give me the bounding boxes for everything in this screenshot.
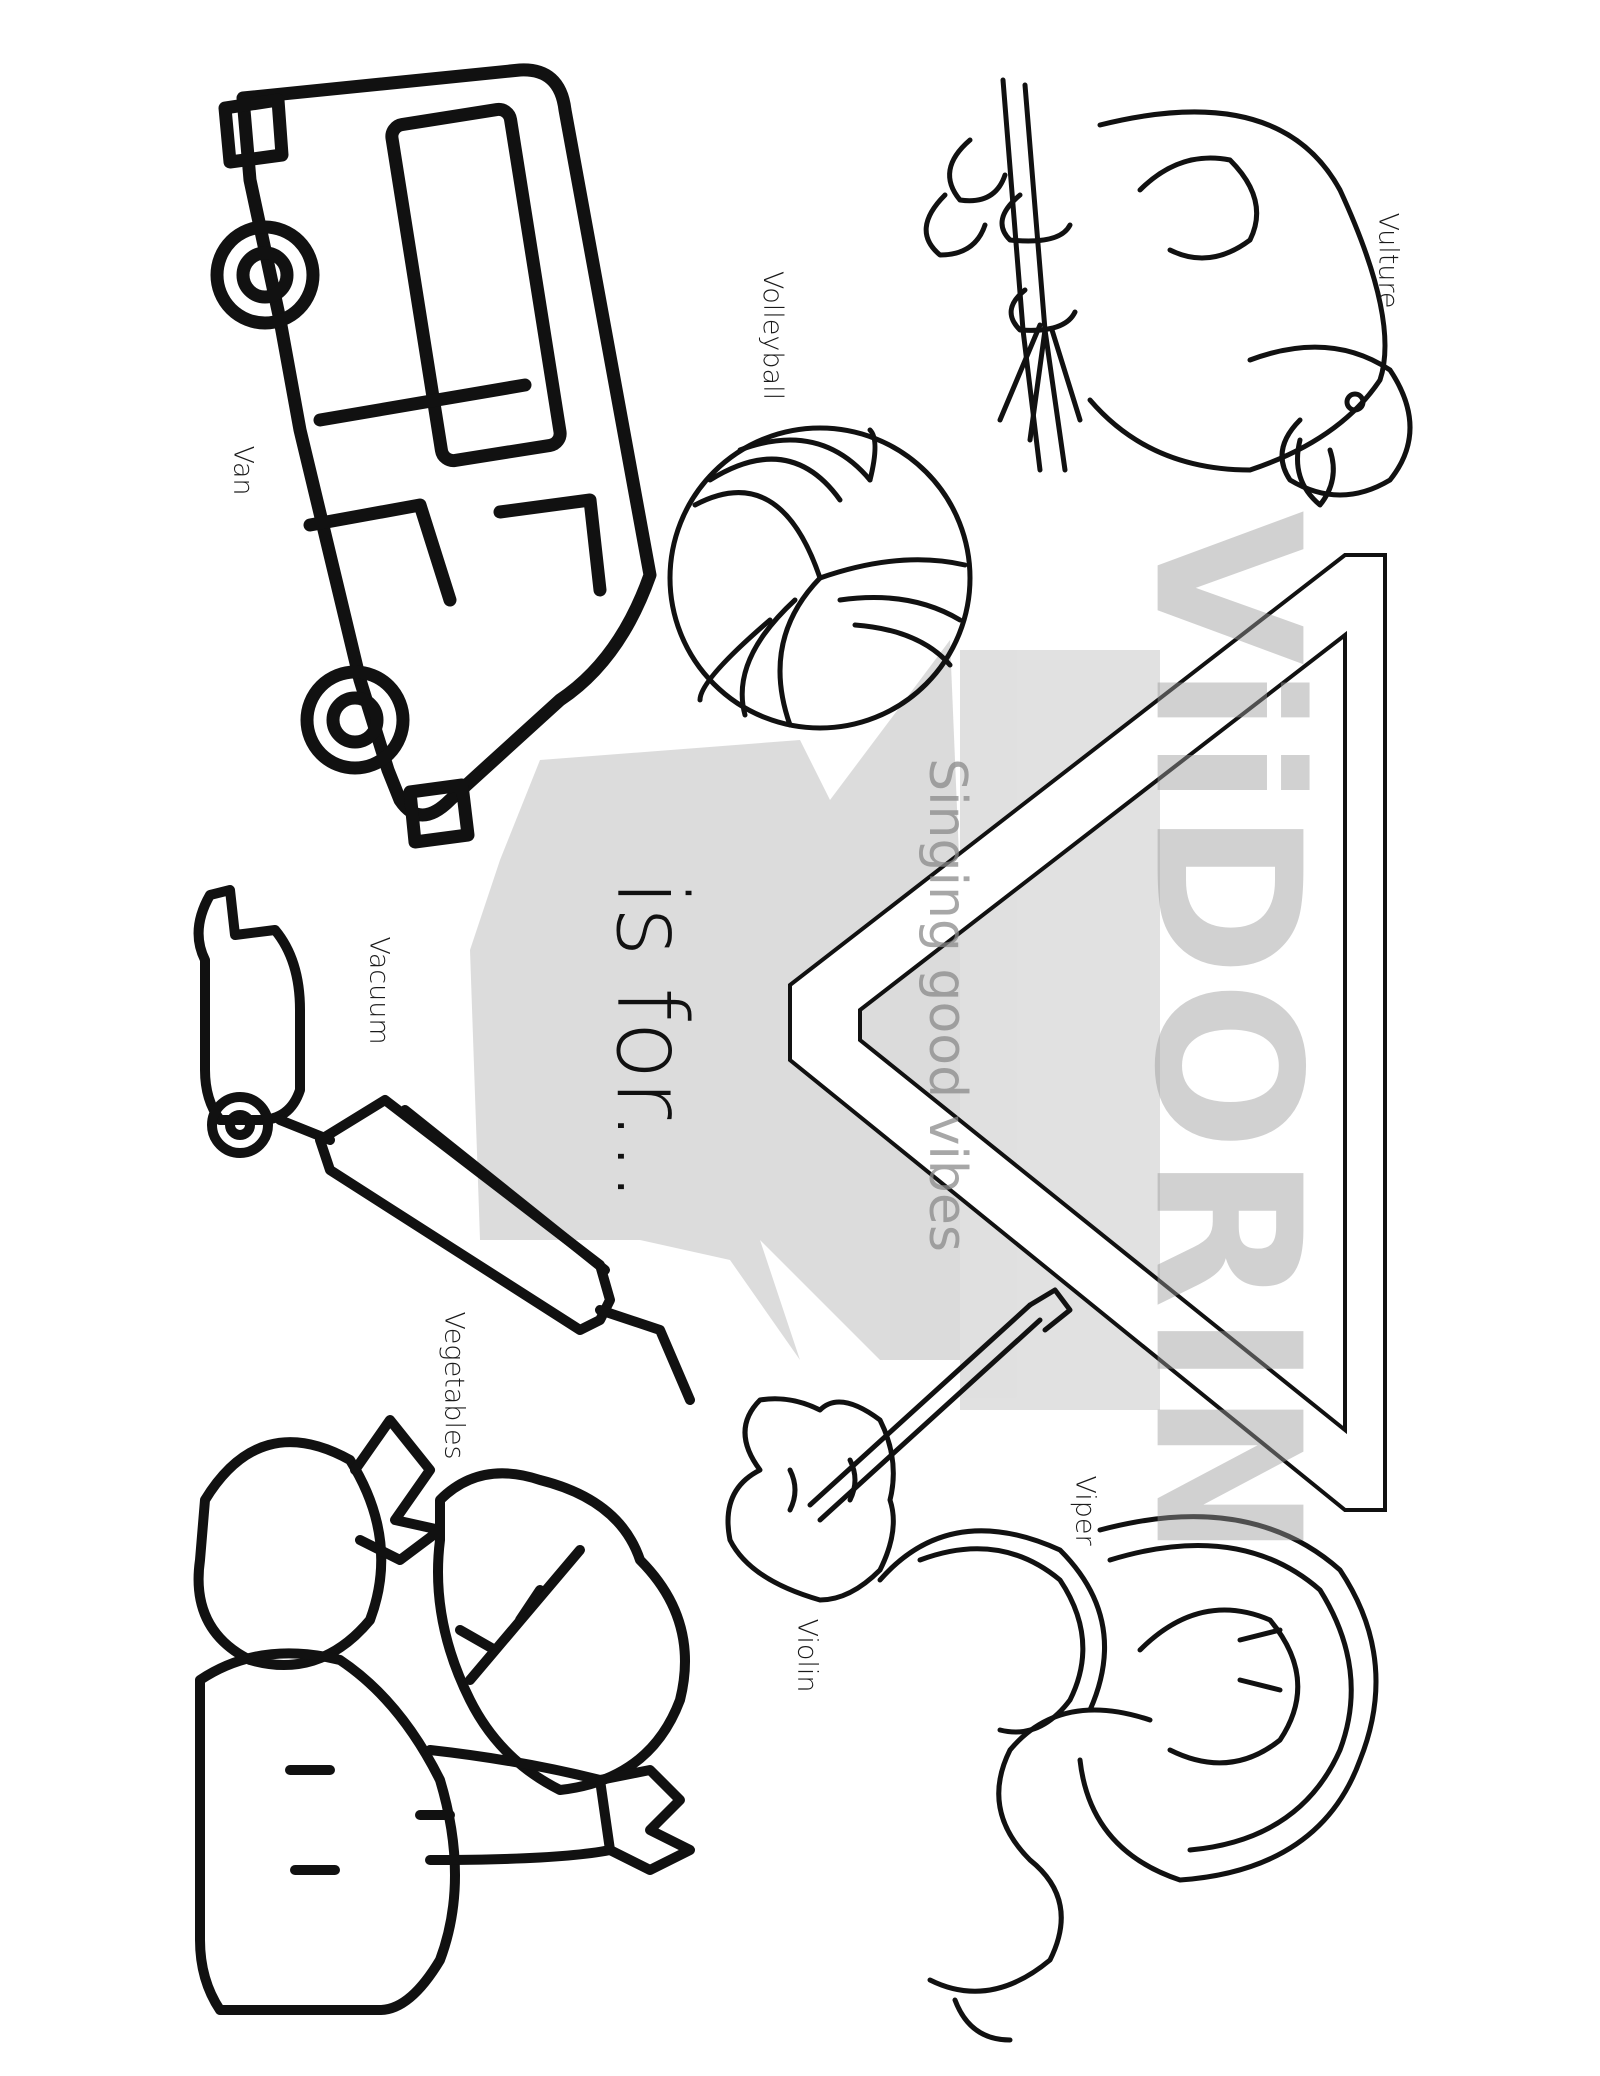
- viper-icon: [877, 1514, 1379, 2043]
- stamp-brand: ViiDORIN: [1109, 510, 1343, 1563]
- volleyball-icon: [667, 425, 973, 731]
- page-heading: is for...: [594, 880, 707, 1202]
- label-vulture: Vulture: [1372, 212, 1404, 309]
- label-viper: Viper: [1069, 1475, 1101, 1546]
- vacuum-icon: [193, 885, 695, 1405]
- vulture-icon: [923, 77, 1413, 508]
- label-vegetables: Vegetables: [438, 1311, 470, 1460]
- label-volleyball: Volleyball: [757, 270, 789, 401]
- stamp-tagline: Singing good vibes: [916, 758, 977, 1252]
- vegetables-icon: [193, 1415, 695, 2015]
- letter-v-outline-icon: [788, 553, 1387, 1512]
- violin-icon: [725, 1287, 1073, 1603]
- van-icon: [210, 63, 657, 849]
- label-van: Van: [227, 445, 259, 496]
- label-vacuum: Vacuum: [363, 936, 395, 1045]
- label-violin: Violin: [791, 1618, 823, 1693]
